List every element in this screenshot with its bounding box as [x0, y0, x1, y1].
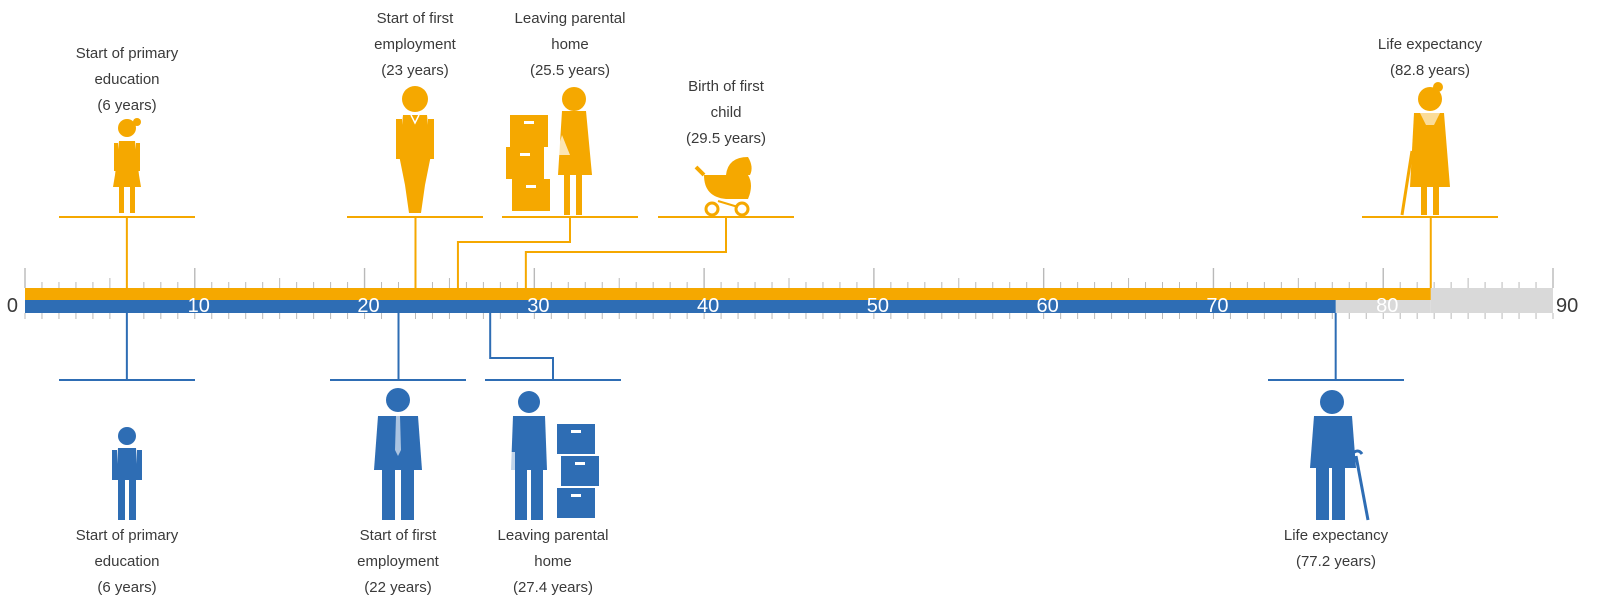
baby-stroller-icon	[696, 157, 752, 215]
women-event-first-child-connector	[526, 217, 726, 288]
women-event-first-child-label-line: (29.5 years)	[686, 130, 766, 147]
tick-label: 70	[1206, 295, 1228, 317]
women-event-employment-label: Start of first employment (23 years)	[374, 10, 457, 79]
women-event-life-expectancy-label: Life expectancy (82.8 years)	[1378, 36, 1483, 79]
tick-label: 30	[527, 295, 549, 317]
men-event-primary-label-line: (6 years)	[97, 579, 156, 596]
women-event-first-child-label-line: child	[711, 104, 742, 121]
boy-icon	[112, 427, 142, 520]
women-event-leaving-home-label-line: home	[551, 36, 589, 53]
women-event-employment-label-line: employment	[374, 36, 457, 53]
women-event-employment-label-line: (23 years)	[381, 62, 449, 79]
elderly-man-icon	[1310, 390, 1368, 520]
tick-label: 90	[1556, 295, 1578, 317]
women-event-primary-label: Start of primary education (6 years)	[76, 45, 179, 114]
tick-label: 20	[357, 295, 379, 317]
tick-label: 10	[188, 295, 210, 317]
girl-icon	[113, 118, 141, 213]
men-event-life-expectancy-label-line: (77.2 years)	[1296, 553, 1376, 570]
tick-label: 50	[867, 295, 889, 317]
men-event-life-expectancy-label-line: Life expectancy	[1284, 527, 1389, 544]
men-event-employment-connector	[398, 313, 399, 380]
women-event-primary-label-line: Start of primary	[76, 45, 179, 62]
tick-label: 80	[1376, 295, 1398, 317]
men-event-leaving-home-label-line: Leaving parental	[498, 527, 609, 544]
elderly-woman-icon	[1402, 82, 1450, 215]
men-event-employment-label: Start of first employment (22 years)	[357, 527, 440, 596]
men-lifespan-bar	[25, 300, 1336, 313]
women-event-life-expectancy-connector	[1430, 217, 1431, 288]
man-worker-icon	[374, 388, 422, 520]
tick-label: 40	[697, 295, 719, 317]
women-event-life-expectancy-label-line: Life expectancy	[1378, 36, 1483, 53]
woman-moving-boxes-icon	[506, 87, 592, 215]
women-event-first-child-label: Birth of first child (29.5 years)	[686, 78, 766, 147]
men-event-leaving-home-label: Leaving parental home (27.4 years)	[498, 527, 609, 596]
women-event-life-expectancy-label-line: (82.8 years)	[1390, 62, 1470, 79]
women-event-primary-label-line: education	[94, 71, 159, 88]
tick-label: 0	[7, 295, 18, 317]
men-event-life-expectancy-label: Life expectancy (77.2 years)	[1284, 527, 1389, 570]
tick-label: 60	[1037, 295, 1059, 317]
men-event-employment-label-line: employment	[357, 553, 440, 570]
man-moving-boxes-icon	[507, 391, 599, 520]
women-event-leaving-home-label: Leaving parental home (25.5 years)	[515, 10, 626, 79]
men-event-employment-label-line: (22 years)	[364, 579, 432, 596]
men-event-leaving-home-connector	[490, 313, 553, 380]
women-event-primary-label-line: (6 years)	[97, 97, 156, 114]
men-event-employment-label-line: Start of first	[360, 527, 438, 544]
men-event-leaving-home-label-line: home	[534, 553, 572, 570]
men-event-primary-label-line: education	[94, 553, 159, 570]
remainder-bar	[1431, 288, 1553, 313]
men-event-primary-label-line: Start of primary	[76, 527, 179, 544]
women-event-first-child-label-line: Birth of first	[688, 78, 765, 95]
women-event-leaving-home-label-line: Leaving parental	[515, 10, 626, 27]
men-event-leaving-home-label-line: (27.4 years)	[513, 579, 593, 596]
woman-worker-icon	[396, 86, 434, 213]
women-event-employment-label-line: Start of first	[377, 10, 455, 27]
women-event-leaving-home-label-line: (25.5 years)	[530, 62, 610, 79]
men-event-primary-label: Start of primary education (6 years)	[76, 527, 179, 596]
